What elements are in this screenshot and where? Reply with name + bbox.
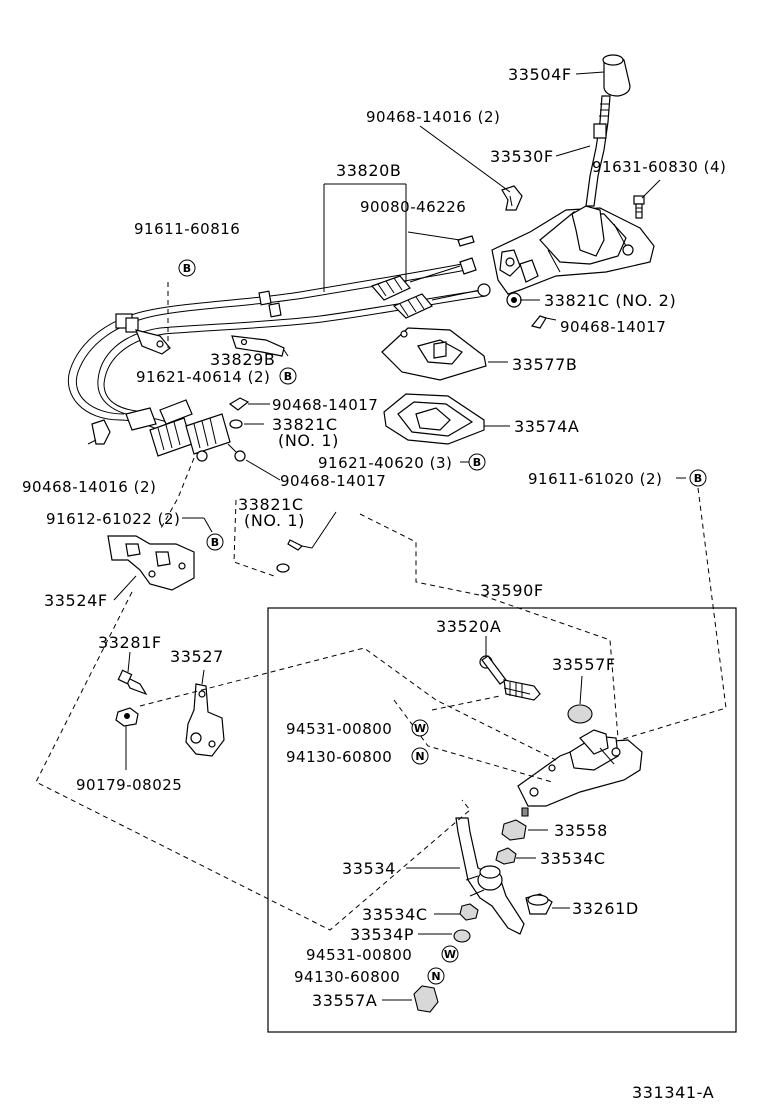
label-33821C-no1-a: 33821C [272,415,338,434]
svg-text:W: W [444,948,456,961]
label-33557A: 33557A [312,991,377,1010]
cap-33557F [567,704,593,724]
lever-33527 [185,683,225,757]
nut-90179 [115,707,139,727]
bracket-33829B [231,335,285,357]
svg-text:B: B [211,536,219,549]
label-33530F: 33530F [490,147,554,166]
marker-n-2: N [427,967,445,985]
marker-w-1: W [411,719,429,737]
svg-text:N: N [431,970,440,983]
lever-33534 [455,817,525,935]
label-91611-61020: 91611-61020 (2) [528,470,662,488]
svg-text:B: B [284,370,292,383]
shift-lever [585,95,611,207]
label-90179-08025: 90179-08025 [76,776,182,794]
label-90468-14017-low: 90468-14017 [280,472,386,490]
shift-knob [602,54,631,97]
dashed-reference-lines [35,282,727,931]
shift-cables-33820B [67,257,491,462]
washer-33534P [453,929,471,943]
clip-90468-14017-right [530,315,557,329]
washer-33821c-no2 [506,292,522,308]
part-33261D [525,893,553,915]
label-33821C-no1-b-sub: (NO. 1) [244,511,305,530]
assembly-box-33590F [267,607,737,1033]
bolt-33281F [117,669,148,696]
label-33821C-no1-b: 33821C [238,495,304,514]
label-33261D: 33261D [572,899,639,918]
label-94130-60800-a: 94130-60800 [286,748,392,766]
label-33557F: 33557F [552,655,616,674]
label-33524F: 33524F [44,591,108,610]
label-33527: 33527 [170,647,224,666]
label-33534C-b: 33534C [362,905,428,924]
rod-33520A [479,655,541,701]
gasket-33574A [383,393,485,445]
washer-33821c-no1-b [276,563,290,573]
nut-33534C-a [495,847,517,865]
label-94130-60800-b: 94130-60800 [294,968,400,986]
label-33534: 33534 [342,859,396,878]
washer-33821c-no1-a [229,419,243,429]
label-91612-61022: 91612-61022 (2) [46,510,180,528]
shift-lever-housing [491,205,655,295]
clip-90468-14016-top [501,185,523,211]
marker-b-1: B [178,259,196,277]
label-33821C-no1-a-sub: (NO. 1) [278,431,339,450]
label-91631-60830: 91631-60830 (4) [592,158,726,176]
marker-w-2: W [441,945,459,963]
svg-text:N: N [415,750,424,763]
svg-text:B: B [473,456,481,469]
plate-33577B [381,327,487,381]
bracket-33524F [107,535,195,591]
label-90468-14016-left: 90468-14016 (2) [22,478,156,496]
marker-b-3: B [468,453,486,471]
part-labels: 33504F 90468-14016 (2) 33530F 91631-6083… [22,65,726,1102]
label-33590F: 33590F [480,581,544,600]
label-33534P: 33534P [350,925,414,944]
label-33829B: 33829B [210,350,275,369]
label-33558: 33558 [554,821,608,840]
marker-b-4: B [689,469,707,487]
cap-33557A [413,985,439,1013]
label-33577B: 33577B [512,355,577,374]
pin-90468-14017-low [287,539,313,551]
cable-bracket-upper [135,329,171,355]
label-90468-14017-right: 90468-14017 [560,318,666,336]
label-94531-00800-a: 94531-00800 [286,720,392,738]
label-33281F: 33281F [98,633,162,652]
label-33504F: 33504F [508,65,572,84]
clip-90468-14017-mid [228,397,250,411]
bolt-91631 [633,195,645,219]
label-91611-60816: 91611-60816 [134,220,240,238]
svg-text:B: B [183,262,191,275]
svg-text:W: W [414,722,426,735]
figure-code: 331341-A [632,1083,714,1102]
marker-n-1: N [411,747,429,765]
label-90468-14016-top: 90468-14016 (2) [366,108,500,126]
bushing-33558 [501,819,527,841]
label-94531-00800-b: 94531-00800 [306,946,412,964]
lower-lever-housing [517,729,643,817]
svg-text:B: B [694,472,702,485]
label-33820B: 33820B [336,161,401,180]
label-33821C-no2: 33821C (NO. 2) [544,291,676,310]
marker-b-5: B [206,533,224,551]
label-90468-14017-mid: 90468-14017 [272,396,378,414]
label-90080-46226: 90080-46226 [360,198,466,216]
marker-b-2: B [279,367,297,385]
label-33520A: 33520A [436,617,501,636]
nut-33534C-b [459,903,479,921]
label-33574A: 33574A [514,417,579,436]
label-33534C-a: 33534C [540,849,606,868]
pin-90080 [457,235,475,247]
label-91621-40620: 91621-40620 (3) [318,454,452,472]
label-91621-40614: 91621-40614 (2) [136,368,270,386]
